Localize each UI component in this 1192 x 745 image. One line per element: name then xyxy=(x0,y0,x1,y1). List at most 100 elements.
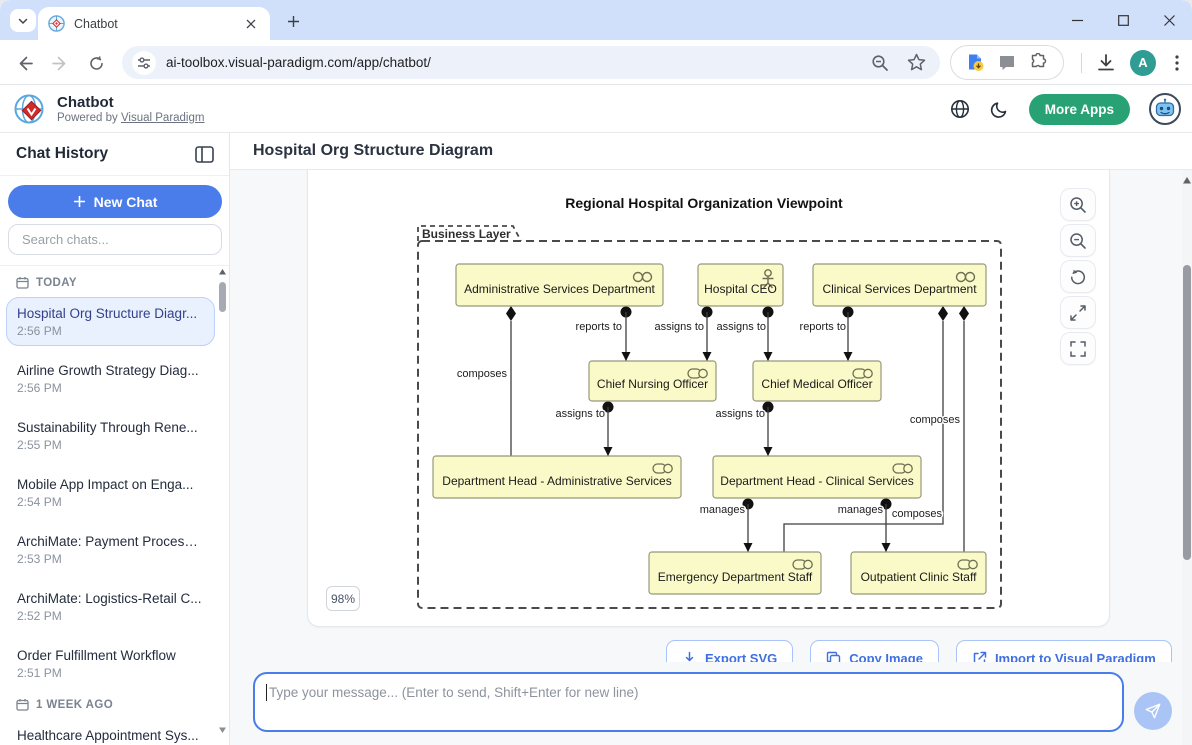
diagram-node-admin[interactable]: Administrative Services Department xyxy=(455,263,664,307)
visual-paradigm-link[interactable]: Visual Paradigm xyxy=(120,112,205,124)
plus-icon xyxy=(73,196,85,207)
zoom-out-button[interactable] xyxy=(1060,224,1096,257)
chat-history-item[interactable]: Hospital Org Structure Diagr... 2:56 PM xyxy=(6,297,215,346)
chat-item-time: 2:52 PM xyxy=(17,609,62,623)
chatbot-assistant-icon[interactable] xyxy=(1148,92,1182,126)
address-bar[interactable]: ai-toolbox.visual-paradigm.com/app/chatb… xyxy=(122,46,940,79)
dark-mode-moon-icon[interactable] xyxy=(989,98,1011,120)
chat-history-item[interactable]: Order Fulfillment Workflow 2:51 PM xyxy=(6,639,215,688)
zoom-indicator-icon[interactable] xyxy=(871,54,889,72)
send-message-button[interactable] xyxy=(1134,692,1172,730)
chat-item-time: 2:56 PM xyxy=(17,324,62,338)
chat-history-item[interactable]: ArchiMate: Logistics-Retail C... 2:52 PM xyxy=(6,582,215,631)
diagram-node-eds[interactable]: Emergency Department Staff xyxy=(648,551,822,595)
bookmark-star-icon[interactable] xyxy=(907,53,926,72)
powered-by: Powered by Visual Paradigm xyxy=(57,112,204,124)
sidebar-collapse-icon[interactable] xyxy=(193,143,215,165)
scroll-down-arrow[interactable] xyxy=(218,726,227,734)
scroll-up-arrow[interactable] xyxy=(1182,176,1192,185)
docs-extension-icon[interactable] xyxy=(966,53,985,72)
chat-history-item[interactable]: ArchiMate: Payment Process ... 2:53 PM xyxy=(6,525,215,574)
arrowhead xyxy=(743,543,753,552)
copy-image-label: Copy Image xyxy=(849,650,923,666)
profile-avatar[interactable]: A xyxy=(1130,49,1156,76)
main-area: Hospital Org Structure Diagram Business … xyxy=(230,133,1192,745)
minimize-button[interactable] xyxy=(1054,0,1100,40)
edge-label: composes xyxy=(457,368,508,380)
more-apps-button[interactable]: More Apps xyxy=(1028,93,1130,125)
svg-text:Emergency Department Staff: Emergency Department Staff xyxy=(658,570,813,584)
maximize-button[interactable] xyxy=(1100,0,1146,40)
edge-label: manages xyxy=(838,504,884,516)
export-svg-label: Export SVG xyxy=(705,650,778,666)
page-scrollbar[interactable] xyxy=(1182,170,1192,745)
downloads-icon[interactable] xyxy=(1096,53,1116,73)
collaboration-icon xyxy=(964,271,976,283)
close-window-button[interactable] xyxy=(1146,0,1192,40)
reset-view-button[interactable] xyxy=(1060,260,1096,293)
browser-tab-chatbot[interactable]: Chatbot xyxy=(38,7,270,40)
edge-label: reports to xyxy=(800,321,846,333)
back-button[interactable] xyxy=(12,51,36,75)
fit-screen-button[interactable] xyxy=(1060,296,1096,329)
extensions-puzzle-icon[interactable] xyxy=(1029,53,1048,72)
tab-close-icon[interactable] xyxy=(242,15,260,33)
composition-diamond xyxy=(938,306,948,321)
text-caret xyxy=(266,684,267,701)
svg-text:Administrative Services Depart: Administrative Services Department xyxy=(464,282,655,296)
diagram-node-dha[interactable]: Department Head - Administrative Service… xyxy=(432,455,682,499)
diagram-tools xyxy=(1060,188,1096,365)
chat-history-item[interactable]: Mobile App Impact on Enga... 2:54 PM xyxy=(6,468,215,517)
chat-history-item[interactable]: Sustainability Through Rene... 2:55 PM xyxy=(6,411,215,460)
diagram-node-cmo[interactable]: Chief Medical Officer xyxy=(752,360,882,402)
toolbar-right-cluster: A xyxy=(1081,40,1184,85)
tab-title: Chatbot xyxy=(74,16,118,31)
window-controls xyxy=(1054,0,1192,40)
message-input[interactable] xyxy=(253,672,1124,732)
page-title: Hospital Org Structure Diagram xyxy=(253,142,494,159)
chat-history-item[interactable]: Healthcare Appointment Sys... xyxy=(6,719,215,745)
svg-text:Department Head - Administrati: Department Head - Administrative Service… xyxy=(442,474,671,488)
page-title-bar: Hospital Org Structure Diagram xyxy=(230,133,1192,170)
business-layer-group xyxy=(417,240,1002,609)
browser-menu-kebab-icon[interactable] xyxy=(1170,54,1184,72)
edge-label: composes xyxy=(910,414,961,426)
chat-item-title: Airline Growth Strategy Diag... xyxy=(17,363,199,378)
sidebar-scrollbar[interactable] xyxy=(218,266,227,742)
import-to-vp-label: Import to Visual Paradigm xyxy=(994,650,1156,666)
app-brand: Chatbot Powered by Visual Paradigm xyxy=(12,91,204,127)
scroll-up-arrow[interactable] xyxy=(218,268,227,276)
page-scroll-thumb[interactable] xyxy=(1183,265,1191,560)
arrowhead xyxy=(621,352,631,361)
new-chat-button[interactable]: New Chat xyxy=(8,185,222,218)
forward-button[interactable] xyxy=(48,51,72,75)
site-settings-icon[interactable] xyxy=(132,50,156,75)
chat-item-title: Order Fulfillment Workflow xyxy=(17,648,176,663)
chat-item-title: Sustainability Through Rene... xyxy=(17,420,198,435)
svg-text:Chief Medical Officer: Chief Medical Officer xyxy=(761,377,872,391)
language-globe-icon[interactable] xyxy=(949,98,971,120)
powered-by-text: Powered by xyxy=(57,112,118,124)
diagram-node-cno[interactable]: Chief Nursing Officer xyxy=(588,360,717,402)
chat-extension-icon[interactable] xyxy=(998,54,1016,72)
diagram-node-ceo[interactable]: Hospital CEO xyxy=(697,263,784,307)
fullscreen-button[interactable] xyxy=(1060,332,1096,365)
chat-history-item[interactable]: Airline Growth Strategy Diag... 2:56 PM xyxy=(6,354,215,403)
arrowhead xyxy=(702,352,712,361)
sidebar-scroll-thumb[interactable] xyxy=(219,282,226,312)
role-icon xyxy=(698,368,708,379)
diagram-node-dhc[interactable]: Department Head - Clinical Services xyxy=(712,455,922,499)
diagram-node-ocs[interactable]: Outpatient Clinic Staff xyxy=(850,551,987,595)
zoom-in-button[interactable] xyxy=(1060,188,1096,221)
tab-search-button[interactable] xyxy=(10,9,36,32)
new-tab-button[interactable] xyxy=(282,10,304,32)
calendar-icon xyxy=(16,277,29,289)
search-chats-input[interactable] xyxy=(8,224,222,255)
reload-button[interactable] xyxy=(84,51,108,75)
svg-text:Hospital CEO: Hospital CEO xyxy=(704,282,777,296)
diagram-node-clinical[interactable]: Clinical Services Department xyxy=(812,263,987,307)
